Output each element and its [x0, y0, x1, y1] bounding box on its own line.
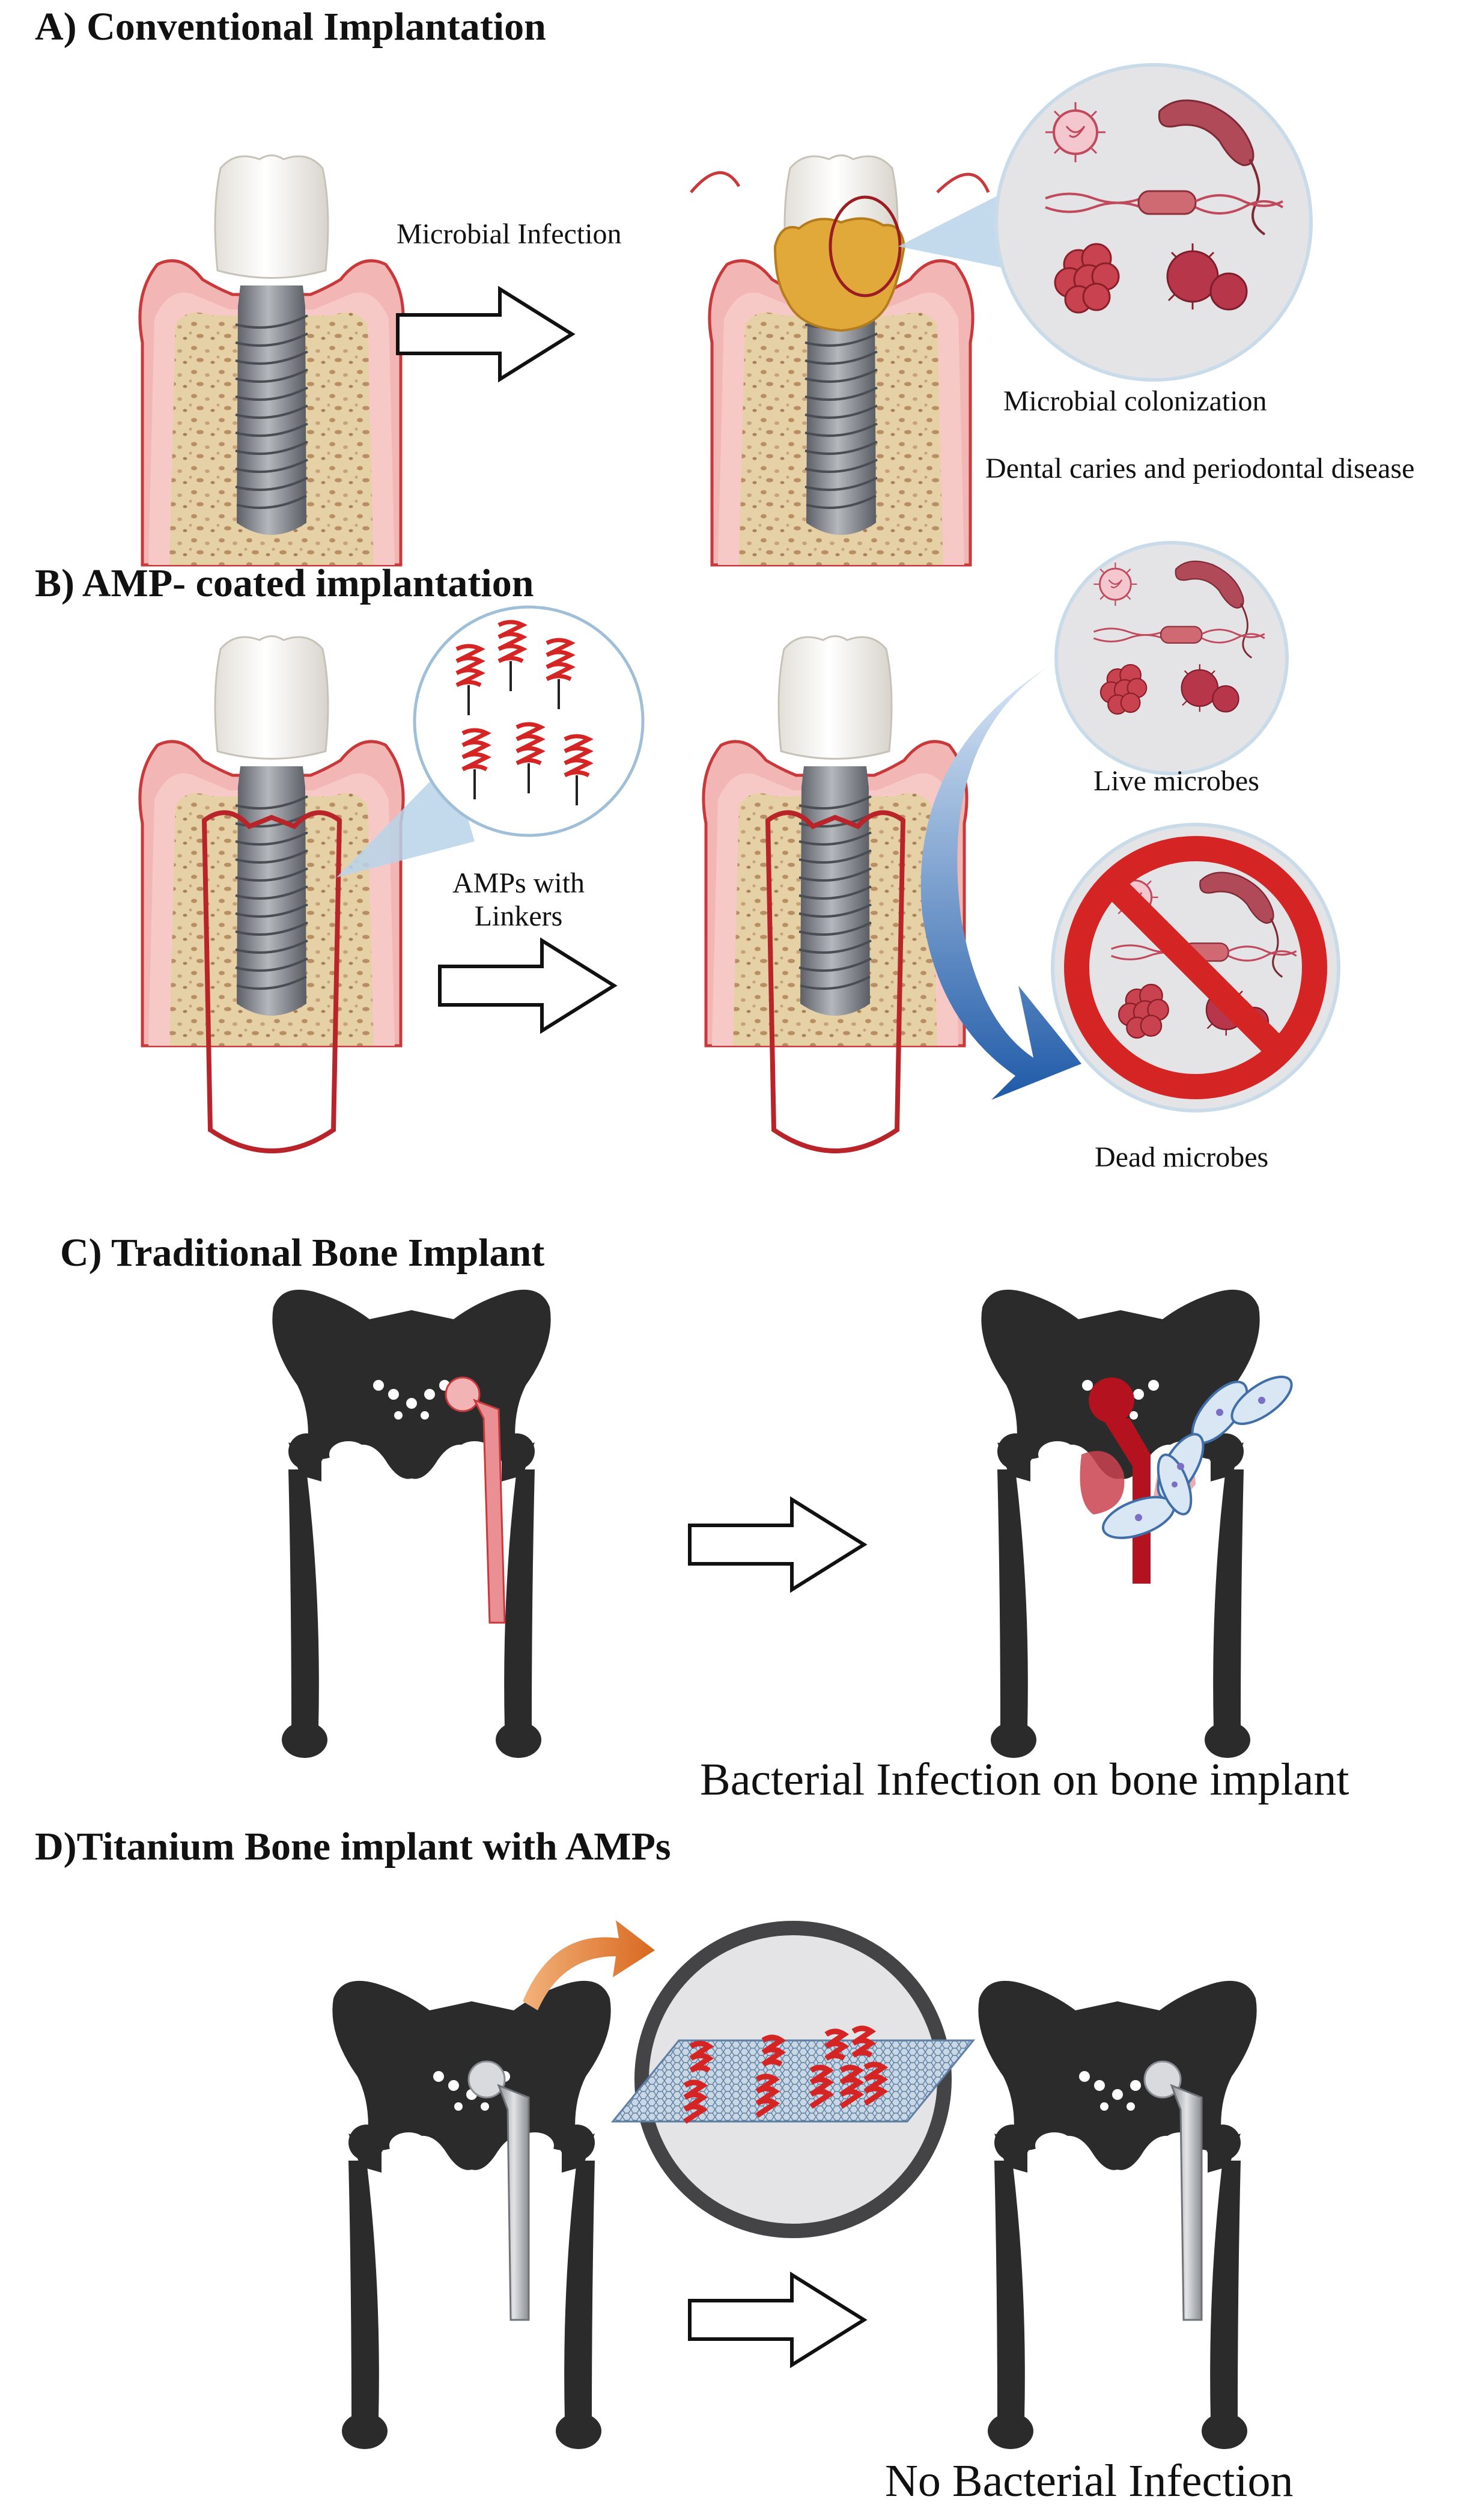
live-microbes-circle: [1054, 541, 1289, 775]
panel-c-illustration: [272, 1289, 1293, 1758]
dead-microbes-label: Dead microbes: [1095, 1141, 1269, 1173]
infected-skeleton: [981, 1289, 1293, 1758]
panel-c-heading: C) Traditional Bone Implant: [60, 1231, 545, 1275]
panel-a-arrow: [398, 289, 572, 379]
amps-with-label-line2: Linkers: [474, 900, 563, 933]
implant-femoral-head: [445, 1376, 481, 1412]
live-microbes-label: Live microbes: [1093, 765, 1259, 797]
bacterial-infection-label: Bacterial Infection on bone implant: [700, 1754, 1349, 1805]
panel-d-arrow: [690, 2275, 864, 2365]
healthy-skeleton-with-implant: [978, 1980, 1257, 2449]
prohibition-icon: [1064, 836, 1327, 1099]
amp-zoom-circle: [413, 605, 645, 837]
panel-c-arrow: [690, 1499, 864, 1590]
panel-b-heading: B) AMP- coated implantation: [35, 561, 534, 605]
amp-coated-implant: [140, 636, 403, 1153]
infected-implant-stem: [1102, 1418, 1151, 1584]
infected-dental-implant: [690, 156, 990, 566]
dental-disease-label: Dental caries and periodontal disease: [985, 453, 1415, 484]
titanium-femoral-head: [467, 2060, 506, 2099]
panel-a-heading: A) Conventional Implantation: [35, 5, 546, 49]
panel-a-illustration: [140, 63, 1313, 566]
microbial-colonization-label: Microbial colonization: [1003, 385, 1267, 417]
implant-stem: [472, 1399, 506, 1624]
titanium-stem: [497, 2084, 530, 2321]
killing-curved-arrow: [920, 661, 1081, 1100]
microbial-infection-label: Microbial Infection: [397, 218, 622, 250]
microbe-zoom-circle-a: [994, 63, 1313, 382]
plaque-deposit: [773, 217, 906, 332]
panel-d-illustration: [332, 1920, 1257, 2449]
skeleton-with-implant: [272, 1289, 551, 1758]
amps-with-label-line1: AMPs with: [452, 867, 585, 899]
amps-with-linkers-label: AMPs with Linkers: [443, 867, 594, 933]
protected-implant: [704, 636, 967, 1153]
skeleton-with-titanium-implant: [332, 1980, 611, 2449]
panel-d-heading: D)Titanium Bone implant with AMPs: [35, 1825, 671, 1869]
panel-b-illustration: [140, 541, 1340, 1153]
no-bacterial-infection-label: No Bacterial Infection: [885, 2456, 1294, 2506]
amp-coating-outline: [201, 810, 342, 1153]
zoom-curved-arrow: [523, 1920, 655, 2010]
healthy-dental-implant: [140, 156, 403, 566]
amp-coated-surface: [610, 2025, 976, 2124]
panel-b-arrow: [440, 941, 614, 1031]
infection-site-head: [1089, 1377, 1134, 1423]
